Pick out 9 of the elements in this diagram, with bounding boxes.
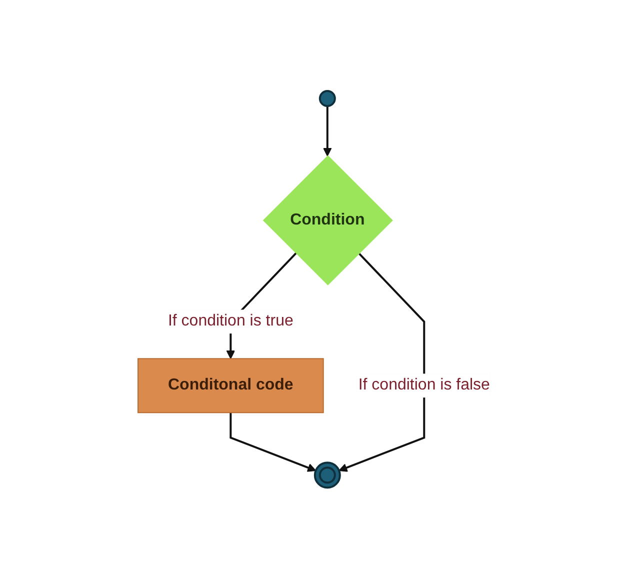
arrow	[323, 106, 332, 157]
node-box: Conditonal code	[138, 358, 324, 414]
node-circle	[318, 90, 336, 108]
edge-label: If condition is true	[168, 312, 294, 330]
edge-label: If condition is false	[358, 376, 490, 394]
node-circle	[314, 462, 341, 489]
arrow	[338, 252, 426, 472]
arrow	[230, 412, 316, 472]
node-diamond: Condition	[262, 155, 393, 286]
